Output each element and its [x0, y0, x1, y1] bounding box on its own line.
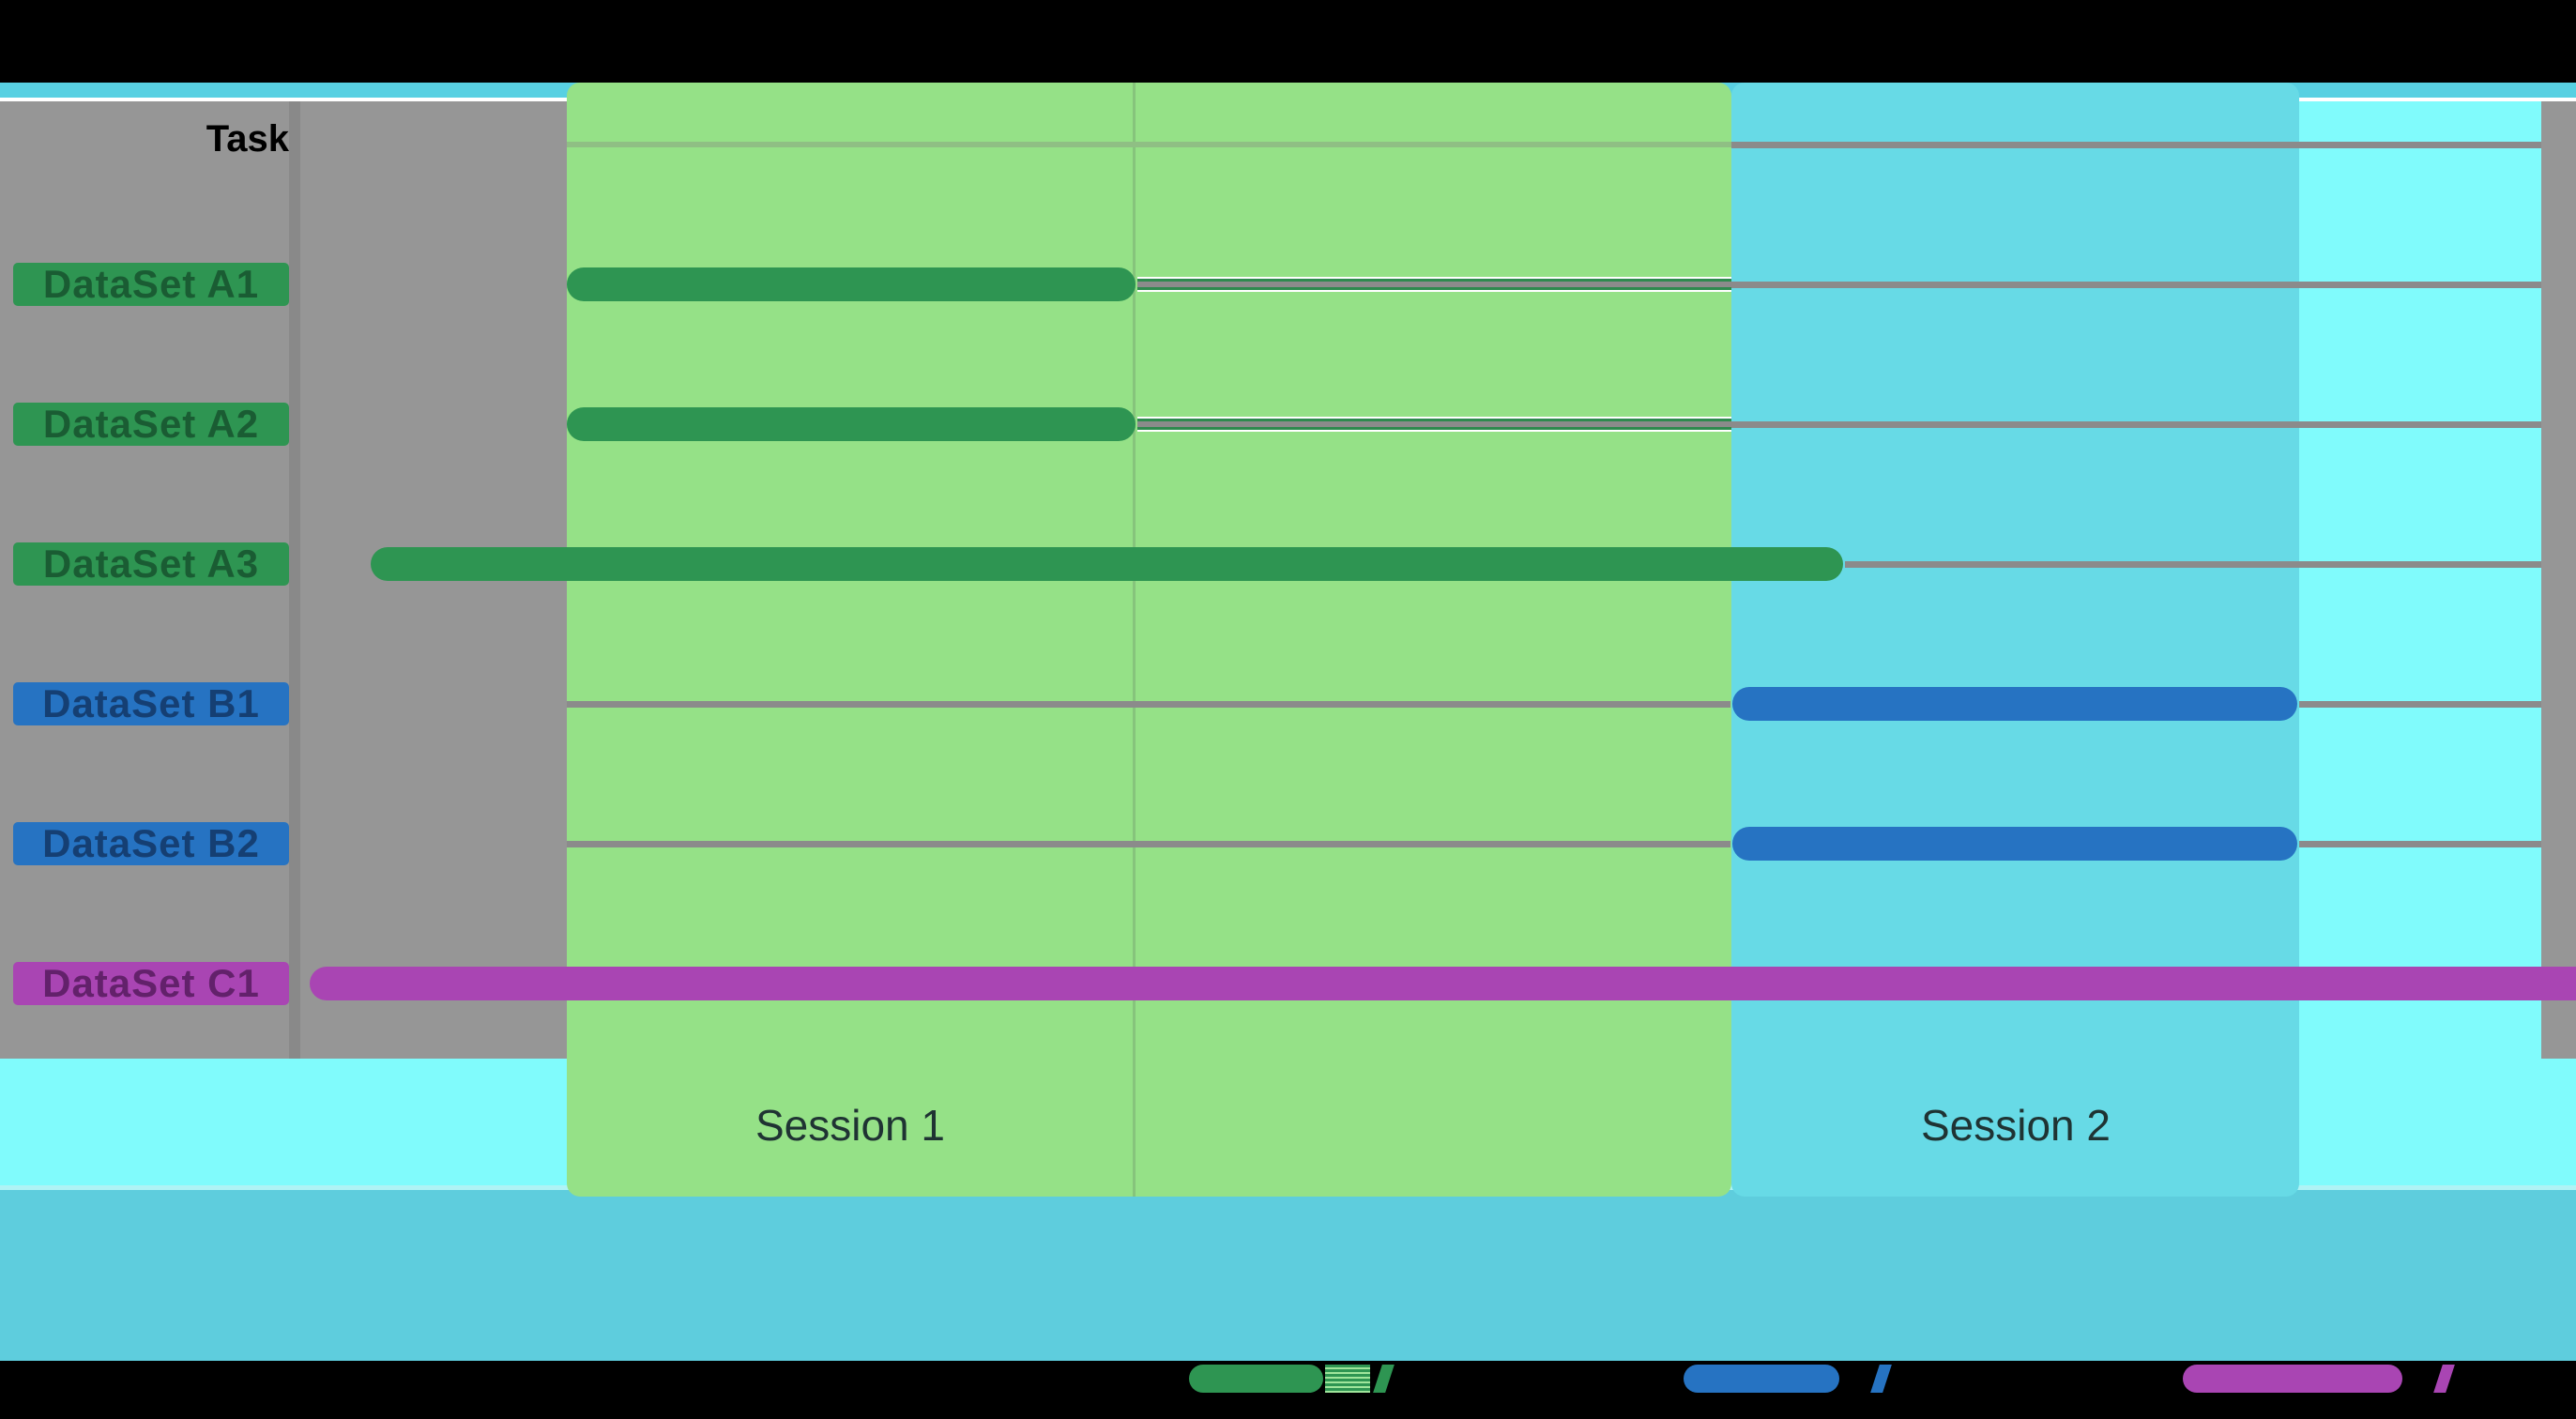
- gridline-dataset-a1-0: [1137, 277, 1731, 292]
- legend-swatch-purple[interactable]: [2183, 1365, 2402, 1393]
- row-label-dataset-a3: DataSet A3: [13, 542, 289, 586]
- plot-background-right: [2541, 101, 2576, 1059]
- gridline-dataset-a2-1: [1731, 420, 2541, 428]
- footer-cyan-band: [0, 1190, 2576, 1361]
- gantt-bar-dataset-b2[interactable]: [1732, 827, 2297, 861]
- session-label-session-1: Session 1: [755, 1101, 945, 1150]
- gridline-dataset-a2-0: [1137, 417, 1731, 432]
- legend-slash-purple: [2433, 1365, 2455, 1393]
- gantt-bar-dataset-b1[interactable]: [1732, 687, 2297, 721]
- gantt-bar-dataset-a3[interactable]: [371, 547, 1843, 581]
- header-gridline-seg-0: [567, 142, 1731, 147]
- gridline-dataset-b2-1: [2299, 840, 2541, 847]
- row-label-dataset-a2: DataSet A2: [13, 402, 289, 446]
- legend-swatch-blue[interactable]: [1684, 1365, 1839, 1393]
- vertical-gridline: [1133, 83, 1136, 1197]
- y-axis-title: Task: [206, 118, 289, 160]
- row-label-dataset-b2: DataSet B2: [13, 821, 289, 865]
- gridline-dataset-b2-0: [567, 840, 1730, 847]
- gridline-dataset-b1-0: [567, 700, 1730, 708]
- gantt-bar-dataset-a1[interactable]: [567, 267, 1136, 301]
- legend-slash-green: [1373, 1365, 1395, 1393]
- legend-slash-blue: [1870, 1365, 1892, 1393]
- row-label-dataset-a1: DataSet A1: [13, 262, 289, 306]
- header-gridline-seg-1: [1731, 141, 2541, 148]
- gridline-dataset-a1-1: [1731, 281, 2541, 288]
- gridline-dataset-a3-0: [1845, 560, 2541, 568]
- gridline-dataset-b1-1: [2299, 700, 2541, 708]
- gantt-bar-dataset-c1[interactable]: [310, 967, 2576, 1000]
- row-label-dataset-b1: DataSet B1: [13, 681, 289, 725]
- gantt-bar-dataset-a2[interactable]: [567, 407, 1136, 441]
- session-band-session-2: [1731, 83, 2299, 1197]
- legend-swatch-tail-green: [1325, 1365, 1370, 1393]
- legend-swatch-green[interactable]: [1189, 1365, 1323, 1393]
- session-label-session-2: Session 2: [1920, 1101, 2111, 1150]
- row-label-dataset-c1: DataSet C1: [13, 961, 289, 1005]
- top-black-bar: [0, 0, 2576, 83]
- y-axis-line: [289, 101, 300, 1059]
